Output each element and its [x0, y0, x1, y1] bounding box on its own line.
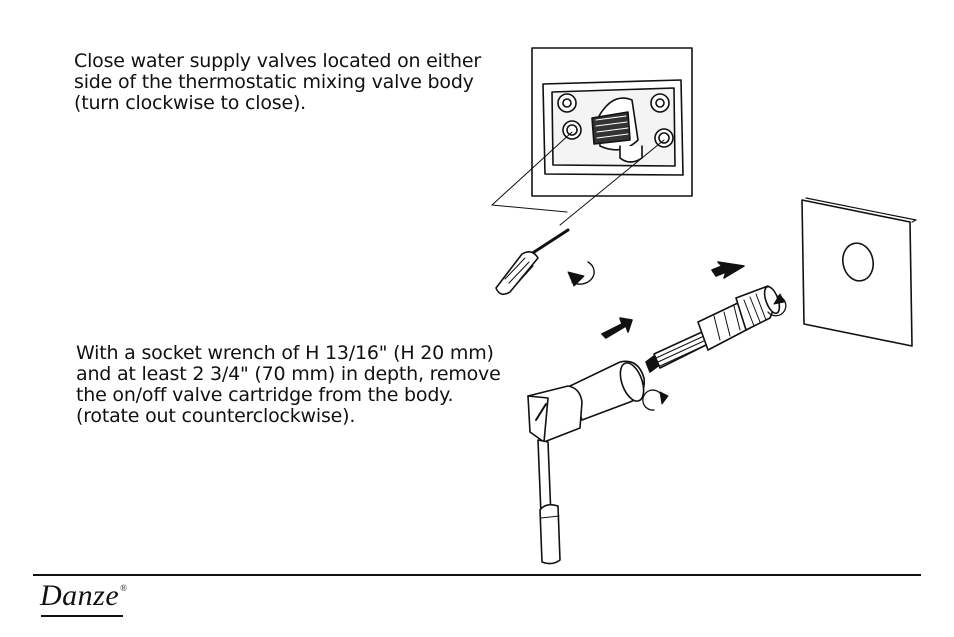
footer-divider — [33, 574, 921, 576]
rotate-arrow-icon — [642, 293, 787, 411]
direction-arrow-icon — [601, 261, 745, 339]
rotate-arrow-icon — [567, 261, 595, 287]
screwdriver-icon — [495, 228, 570, 296]
registered-mark: ® — [120, 583, 128, 593]
valve-cartridge-icon — [645, 285, 781, 373]
logo-wordmark: Danze — [40, 579, 120, 612]
step-1-instruction: Close water supply valves located on eit… — [74, 50, 481, 114]
valve-body-diagram — [491, 47, 693, 226]
brand-logo: Danze® — [40, 579, 128, 617]
trim-plate-icon — [801, 197, 917, 347]
socket-wrench-icon — [527, 360, 646, 565]
step-2-instruction: With a socket wrench of H 13/16" (H 20 m… — [76, 342, 501, 427]
logo-underline — [41, 615, 123, 617]
